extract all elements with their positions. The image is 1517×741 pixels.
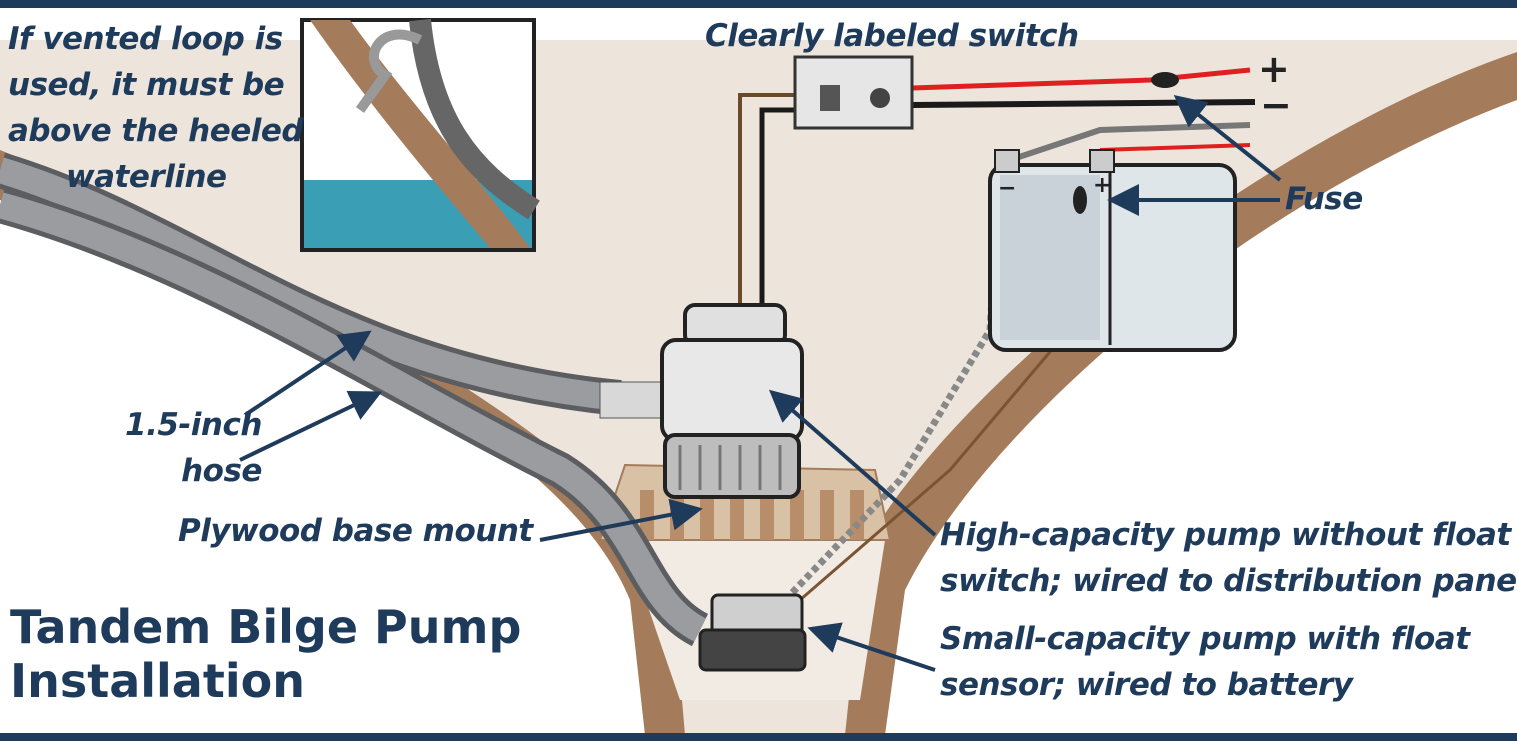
pump-wire-black xyxy=(759,107,800,310)
diagram-title: Tandem Bilge Pump Installation xyxy=(10,600,521,708)
vented-loop-label: If vented loop is used, it must be above… xyxy=(8,16,304,200)
hose-label: 1.5-inch hose xyxy=(125,402,262,494)
fuse-label: Fuse xyxy=(1285,181,1363,217)
small-capacity-line: sensor; wired to battery xyxy=(940,667,1353,703)
positive-terminal-label: + xyxy=(1258,47,1290,91)
battery-negative-mark: − xyxy=(998,176,1016,201)
bottom-bar xyxy=(0,733,1517,741)
plywood-label: Plywood base mount xyxy=(178,513,533,549)
hose-line: 1.5-inch xyxy=(125,407,262,443)
vented-loop-line: If vented loop is xyxy=(8,21,283,57)
title-line: Installation xyxy=(10,654,305,708)
small-capacity-line: Small-capacity pump with float xyxy=(940,621,1470,657)
pump-wire-brown xyxy=(738,93,800,310)
switch-wire-black xyxy=(911,99,1256,108)
title-line: Tandem Bilge Pump xyxy=(10,600,522,654)
high-capacity-label: High-capacity pump without float switch;… xyxy=(940,512,1517,604)
battery-positive-mark: + xyxy=(1093,173,1111,198)
vented-loop-inset xyxy=(300,18,540,252)
vented-loop-line: used, it must be xyxy=(8,67,285,103)
switch-wire-red xyxy=(911,67,1251,91)
high-capacity-pump xyxy=(660,303,804,499)
negative-terminal-label: − xyxy=(1260,83,1292,127)
small-pump-wire-gray xyxy=(787,174,1004,598)
vented-loop-line: waterline xyxy=(66,159,227,195)
small-capacity-pump xyxy=(698,593,807,672)
high-capacity-line: switch; wired to distribution panel xyxy=(940,563,1517,599)
fuse-holder-top xyxy=(1151,72,1179,88)
top-bar xyxy=(0,0,1517,8)
vented-loop-line: above the heeled xyxy=(8,113,304,149)
high-capacity-line: High-capacity pump without float xyxy=(940,517,1511,553)
switch-label: Clearly labeled switch xyxy=(705,18,1079,54)
hose-line: hose xyxy=(181,453,262,489)
battery xyxy=(988,149,1237,352)
callout-arrows xyxy=(239,95,1282,672)
switch-box xyxy=(793,55,914,130)
small-capacity-label: Small-capacity pump with float sensor; w… xyxy=(940,616,1470,708)
